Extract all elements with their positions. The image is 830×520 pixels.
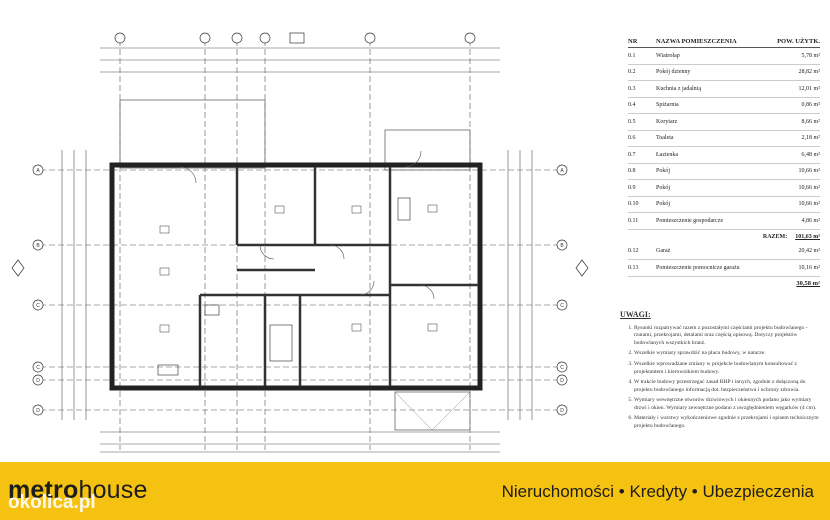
- table-row: 0.8 Pokój 10,66 m²: [628, 164, 820, 180]
- room-schedule-table: NR NAZWA POMIESZCZENIA POW. UŻYTK. 0.1 Wi…: [628, 38, 820, 291]
- svg-text:B: B: [36, 243, 40, 249]
- room-name: Wiatrołap: [656, 52, 680, 59]
- table-row: 0.10 Pokój 10,66 m²: [628, 197, 820, 213]
- room-number: 0.6: [628, 135, 636, 142]
- table-row: 0.13 Pomieszczenie pomocnicze garażu 10,16…: [628, 260, 820, 277]
- table-row: 0.4 Spiżarnia 0,86 m²: [628, 98, 820, 114]
- table-row: 0.1 Wiatrołap 5,78 m²: [628, 48, 820, 65]
- footer-bar: metrohouse okolica.pl Nieruchomości • Kr…: [0, 462, 830, 520]
- col-nr-header: NR: [628, 38, 638, 45]
- col-name-header: NAZWA POMIESZCZENIA: [656, 38, 737, 45]
- svg-text:D: D: [560, 408, 564, 414]
- room-number: 0.12: [628, 248, 639, 255]
- table-row: 0.6 Toaleta 2,18 m²: [628, 131, 820, 147]
- room-area: 20,42 m²: [798, 248, 820, 255]
- svg-text:D: D: [36, 408, 40, 414]
- svg-text:C: C: [560, 365, 564, 371]
- logo-thin: house: [78, 476, 148, 504]
- total-row: 30,58 m²: [628, 277, 820, 291]
- sum-label: RAZEM:: [762, 233, 788, 240]
- room-name: Łazienka: [656, 151, 678, 158]
- room-name: Pomieszczenie pomocnicze garażu: [656, 264, 740, 271]
- svg-text:C: C: [36, 303, 40, 309]
- metrohouse-logo[interactable]: metrohouse: [8, 476, 148, 505]
- table-row: 0.11 Pomieszczenie gospodarcze 4,86 m²: [628, 213, 820, 230]
- svg-text:A: A: [36, 168, 40, 174]
- room-name: Pokój dzienny: [656, 69, 691, 76]
- room-number: 0.10: [628, 201, 639, 208]
- room-number: 0.1: [628, 52, 636, 59]
- room-name: Garaż: [656, 248, 671, 255]
- room-name: Toaleta: [656, 135, 674, 142]
- svg-text:D: D: [560, 378, 564, 384]
- svg-text:C: C: [560, 303, 564, 309]
- table-row: 0.3 Kuchnia z jadalnią 12,01 m²: [628, 81, 820, 98]
- total-value: 30,58 m²: [796, 280, 820, 287]
- room-number: 0.8: [628, 168, 636, 175]
- room-area: 10,66 m²: [798, 201, 820, 208]
- table-row: 0.12 Garaż 20,42 m²: [628, 244, 820, 260]
- note-item: Rysunki rozpatrywać razem z pozostałymi …: [634, 325, 820, 348]
- table-header: NR NAZWA POMIESZCZENIA POW. UŻYTK.: [628, 38, 820, 48]
- logo-bold: metro: [8, 476, 79, 504]
- sum-value: 101,63 m²: [795, 233, 820, 240]
- notes-title: UWAGI:: [620, 310, 651, 319]
- room-number: 0.11: [628, 217, 639, 224]
- room-number: 0.3: [628, 85, 636, 92]
- note-item: Wszelkie wymiary sprawdzić na placu budo…: [634, 350, 820, 358]
- room-area: 28,82 m²: [798, 69, 820, 76]
- room-area: 10,66 m²: [798, 168, 820, 175]
- room-number: 0.2: [628, 69, 636, 76]
- room-area: 12,01 m²: [798, 85, 820, 92]
- notes-block: UWAGI: Rysunki rozpatrywać razem z pozos…: [620, 310, 820, 433]
- note-item: W trakcie budowy przestrzegać zasad BHP …: [634, 379, 820, 394]
- watermark-text: okolica.pl: [8, 492, 96, 513]
- table-row: 0.9 Pokój 10,66 m²: [628, 180, 820, 197]
- room-number: 0.4: [628, 102, 636, 109]
- room-area: 5,78 m²: [801, 52, 820, 59]
- floor-plan-drawing: A A B B C C C C D D D D: [11, 32, 589, 453]
- svg-text:C: C: [36, 365, 40, 371]
- svg-text:A: A: [560, 168, 564, 174]
- room-area: 10,16 m²: [798, 264, 820, 271]
- table-row: 0.7 Łazienka 6,48 m²: [628, 147, 820, 164]
- note-item: Wszelkie wprowadzane zmiany w projekcie …: [634, 361, 820, 376]
- room-area: 0,86 m²: [801, 102, 820, 109]
- room-number: 0.5: [628, 118, 636, 125]
- room-name: Kuchnia z jadalnią: [656, 85, 701, 92]
- notes-list: Rysunki rozpatrywać razem z pozostałymi …: [620, 325, 820, 431]
- room-name: Spiżarnia: [656, 102, 679, 109]
- sum-row: RAZEM: 101,63 m²: [628, 230, 820, 244]
- table-row: 0.5 Korytarz 8,66 m²: [628, 114, 820, 131]
- room-area: 4,86 m²: [801, 217, 820, 224]
- col-area-header: POW. UŻYTK.: [777, 38, 820, 45]
- table-row: 0.2 Pokój dzienny 28,82 m²: [628, 65, 820, 81]
- room-name: Pokój: [656, 184, 671, 191]
- room-area: 10,66 m²: [798, 184, 820, 191]
- room-name: Korytarz: [656, 118, 678, 125]
- svg-text:D: D: [36, 378, 40, 384]
- room-area: 2,18 m²: [801, 135, 820, 142]
- room-number: 0.7: [628, 151, 636, 158]
- note-item: Wymiary wewnętrzne otworów drzwiowych i …: [634, 397, 820, 412]
- room-area: 8,66 m²: [801, 118, 820, 125]
- room-name: Pomieszczenie gospodarcze: [656, 217, 724, 224]
- svg-text:B: B: [560, 243, 564, 249]
- room-name: Pokój: [656, 168, 671, 175]
- note-item: Materiały i warstwy wykończeniowe zgodni…: [634, 415, 820, 430]
- room-name: Pokój: [656, 201, 671, 208]
- services-tagline: Nieruchomości • Kredyty • Ubezpieczenia: [501, 482, 814, 501]
- room-number: 0.13: [628, 264, 639, 271]
- room-number: 0.9: [628, 184, 636, 191]
- room-area: 6,48 m²: [801, 151, 820, 158]
